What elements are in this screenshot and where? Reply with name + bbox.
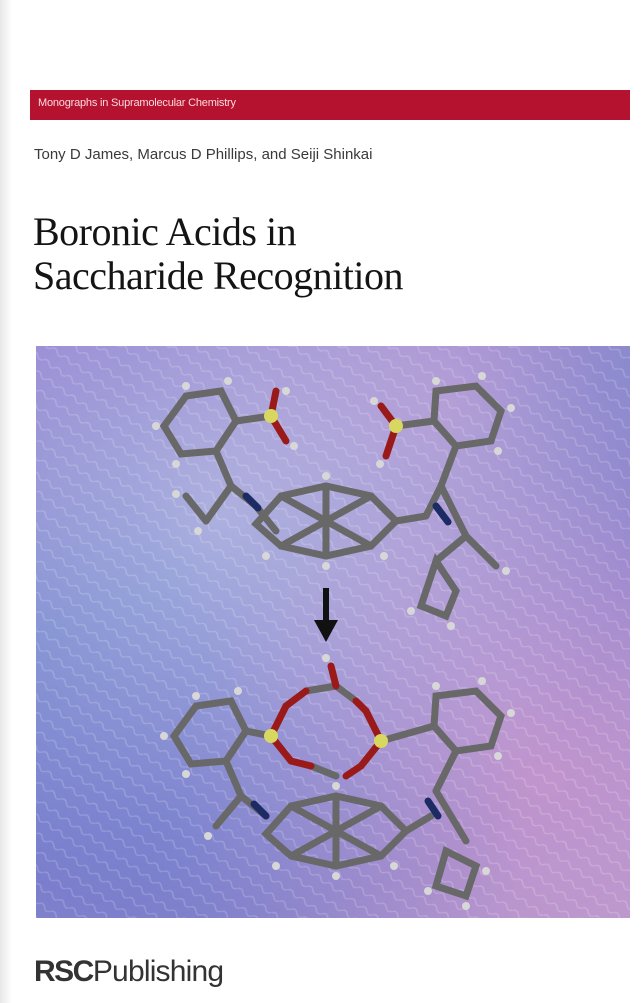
cover-edge-shadow [0, 0, 12, 1003]
saccharide-bound-sensor [160, 654, 515, 910]
molecule-illustration [36, 346, 630, 918]
book-title: Boronic Acids in Saccharide Recognition [33, 210, 403, 298]
publisher-word: Publishing [92, 955, 224, 988]
cover-illustration [36, 346, 630, 918]
authors-line: Tony D James, Marcus D Phillips, and Sei… [34, 146, 373, 163]
reaction-arrow [314, 588, 338, 642]
title-line-1: Boronic Acids in [33, 209, 297, 254]
publisher-brand: RSC [34, 955, 94, 988]
free-boronic-acid-sensor [152, 372, 515, 630]
title-line-2: Saccharide Recognition [33, 253, 403, 298]
publisher-logo: RSCPublishing [34, 955, 224, 989]
series-title: Monographs in Supramolecular Chemistry [38, 97, 236, 109]
series-banner: Monographs in Supramolecular Chemistry [30, 90, 630, 120]
